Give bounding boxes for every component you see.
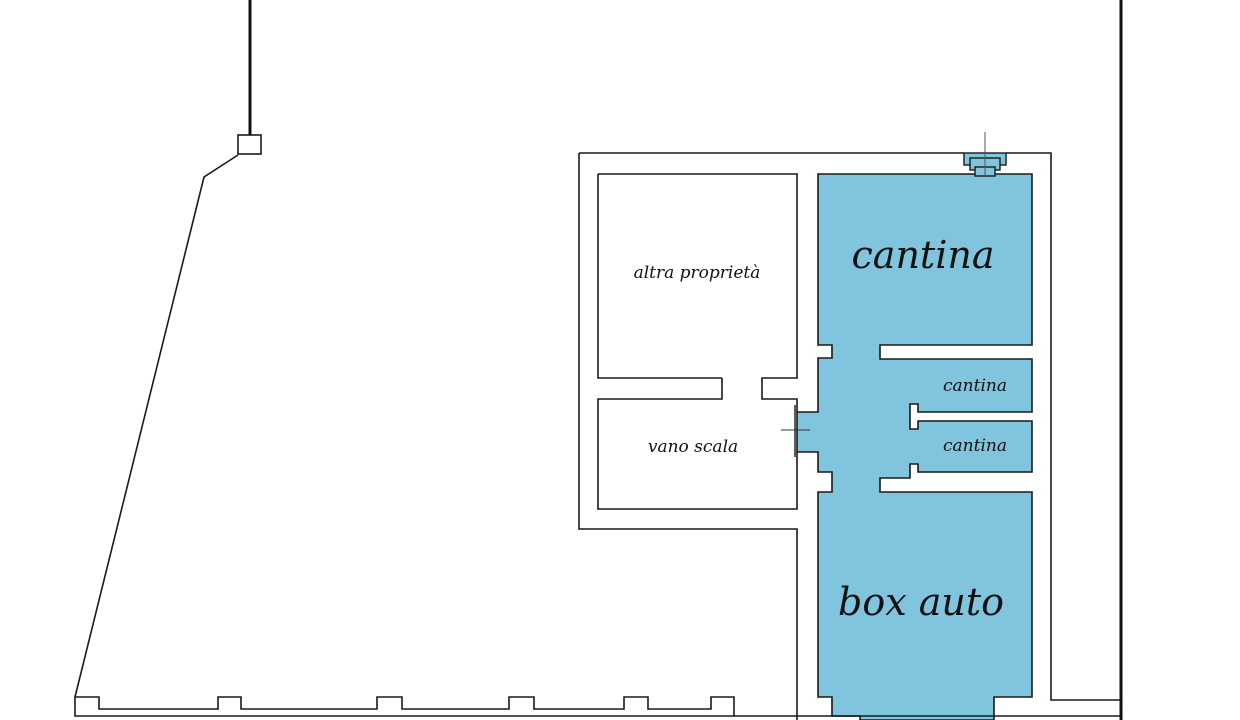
label-altra-proprieta: altra proprietà xyxy=(634,263,761,283)
room-altra-proprieta-outline xyxy=(597,173,798,510)
building-outer-wall xyxy=(578,152,1121,720)
stair-symbol xyxy=(963,132,1007,177)
left-boundary-wall xyxy=(74,154,239,698)
label-vano-scala: vano scala xyxy=(648,437,738,457)
label-cantina-small-1: cantina xyxy=(943,376,1007,396)
label-cantina-small-2: cantina xyxy=(943,436,1007,456)
corner-post xyxy=(237,134,262,155)
bottom-wall xyxy=(74,696,735,717)
label-box-auto: box auto xyxy=(838,580,1004,624)
door-marker xyxy=(781,405,810,457)
label-cantina-main: cantina xyxy=(852,233,995,277)
